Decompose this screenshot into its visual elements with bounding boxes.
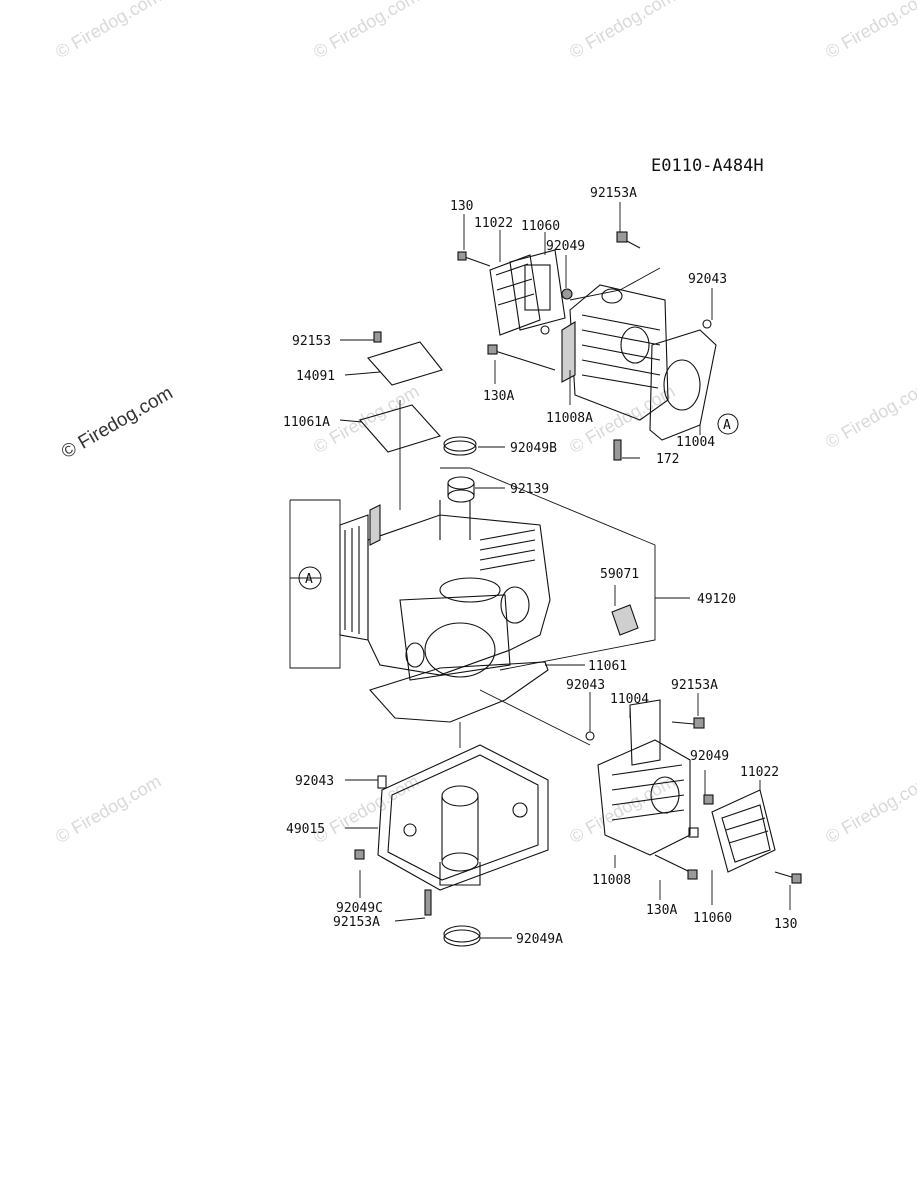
label-92153a-left: 92153A: [333, 915, 380, 930]
label-59071: 59071: [600, 567, 639, 582]
label-92139: 92139: [510, 482, 549, 497]
label-92043-left: 92043: [295, 774, 334, 789]
small-parts-bottom: [585, 717, 802, 884]
label-130a-top: 130A: [483, 389, 514, 404]
oil-seal-top: [443, 436, 477, 456]
label-92049-mid: 92049: [690, 749, 729, 764]
callout-a-top: A: [717, 413, 739, 435]
breather-gasket: [359, 404, 441, 453]
breather-cover: [367, 331, 443, 386]
label-11060-top: 11060: [521, 219, 560, 234]
crankcase-gasket: [369, 661, 549, 723]
label-11008: 11008: [592, 873, 631, 888]
oil-pan: [354, 744, 549, 916]
label-11060-bottom: 11060: [693, 911, 732, 926]
label-11008a: 11008A: [546, 411, 593, 426]
label-11004-top: 11004: [676, 435, 715, 450]
label-49120: 49120: [697, 592, 736, 607]
label-92043-top: 92043: [688, 272, 727, 287]
label-130-top: 130: [450, 199, 473, 214]
label-11061a: 11061A: [283, 415, 330, 430]
label-11061: 11061: [588, 659, 627, 674]
valve-cover-bottom: [711, 789, 776, 873]
crankcase: [339, 500, 551, 681]
label-11022-top: 11022: [474, 216, 513, 231]
diagram-code: E0110-A484H: [651, 156, 764, 176]
leader-lines: [289, 202, 791, 939]
label-92049-top: 92049: [546, 239, 585, 254]
label-92153a-top: 92153A: [590, 186, 637, 201]
oil-seal-bottom: [443, 925, 481, 947]
label-92049a: 92049A: [516, 932, 563, 947]
label-92049c: 92049C: [336, 901, 383, 916]
label-130-bottom: 130: [774, 917, 797, 932]
svg-text:A: A: [305, 572, 313, 587]
breather-valve: [611, 604, 639, 636]
cylinder-head-bottom: [597, 699, 691, 856]
label-92043-mid: 92043: [566, 678, 605, 693]
label-49015: 49015: [286, 822, 325, 837]
valve-cover-top: [489, 249, 566, 336]
small-parts-top: [457, 231, 712, 461]
label-92049b: 92049B: [510, 441, 557, 456]
label-130a-bottom: 130A: [646, 903, 677, 918]
label-14091: 14091: [296, 369, 335, 384]
bearing-top: [447, 476, 475, 503]
label-11004-mid: 11004: [610, 692, 649, 707]
label-11022-mid: 11022: [740, 765, 779, 780]
label-92153: 92153: [292, 334, 331, 349]
label-172: 172: [656, 452, 679, 467]
svg-text:A: A: [723, 418, 731, 433]
label-92153a-mid: 92153A: [671, 678, 718, 693]
